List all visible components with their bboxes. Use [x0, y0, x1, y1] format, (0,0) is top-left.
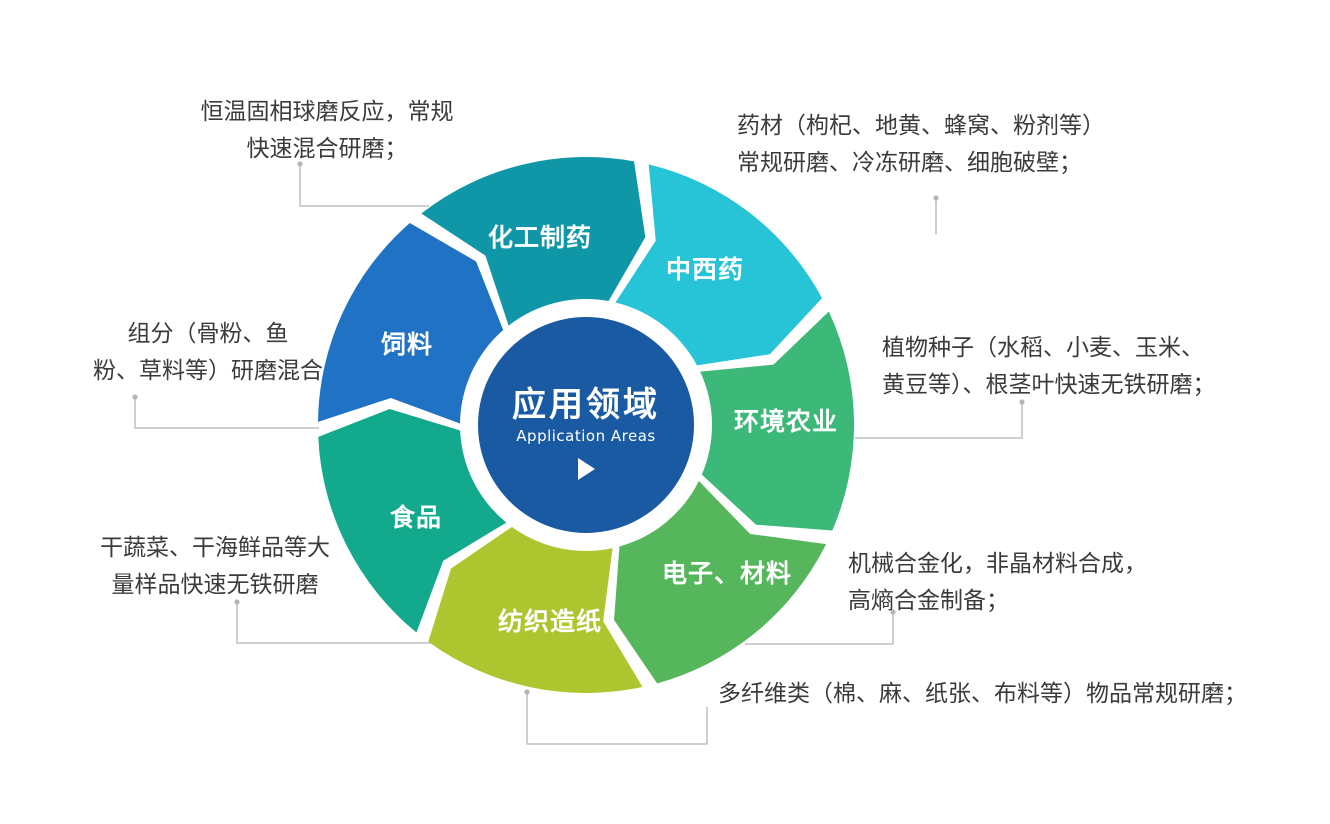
wheel-segment-environment-agriculture	[700, 311, 854, 531]
callout-text-line: 药材（枸杞、地黄、蜂窝、粉剂等）	[737, 113, 1105, 139]
wheel-segment-feed	[318, 223, 504, 424]
leader-chemical-pharma	[299, 164, 429, 207]
center-circle	[478, 317, 694, 533]
wheel-segment-chemical-pharma	[421, 157, 646, 326]
leader-textile-dot	[524, 689, 530, 695]
segment-label-chinese-western-medicine: 中西药	[665, 255, 745, 284]
callout-text-line: 快速混合研磨；	[246, 136, 408, 162]
segment-label-textile-paper: 纺织造纸	[497, 607, 603, 636]
play-icon	[577, 458, 595, 480]
wheel-segment-food	[318, 408, 507, 633]
callout-medicine: 药材（枸杞、地黄、蜂窝、粉剂等） 常规研磨、冷冻研磨、细胞破壁；	[737, 108, 1105, 182]
callout-agriculture: 植物种子（水稻、小麦、玉米、 黄豆等）、根茎叶快速无铁研磨；	[882, 330, 1216, 404]
wheel-segment-electronics-materials	[614, 480, 827, 684]
center-title: 应用领域	[512, 385, 660, 425]
callout-textile: 多纤维类（棉、麻、纸张、布料等）物品常规研磨；	[718, 676, 1247, 713]
wheel-segment-chinese-western-medicine	[615, 164, 823, 366]
leader-agriculture	[855, 402, 1023, 439]
leader-feed-dot	[132, 394, 138, 400]
callout-text-line: 粉、草料等）研磨混合	[93, 358, 323, 384]
callout-text-line: 干蔬菜、干海鲜品等大	[100, 535, 330, 561]
callout-food: 干蔬菜、干海鲜品等大 量样品快速无铁研磨	[85, 530, 345, 604]
callout-text-line: 组分（骨粉、鱼	[127, 321, 289, 347]
callout-chemical-pharma: 恒温固相球磨反应，常规 快速混合研磨；	[172, 94, 482, 168]
callout-text-line: 机械合金化，非晶材料合成，	[848, 551, 1147, 577]
leader-electronics	[745, 612, 894, 645]
leader-agriculture-dot	[1019, 399, 1025, 405]
callout-text-line: 常规研磨、冷冻研磨、细胞破壁；	[737, 150, 1082, 176]
callout-text-line: 量样品快速无铁研磨	[111, 572, 319, 598]
wheel-segment-textile-paper	[428, 526, 643, 693]
leader-medicine-dot	[933, 195, 939, 201]
center-subtitle: Application Areas	[516, 427, 656, 445]
callout-electronics: 机械合金化，非晶材料合成， 高熵合金制备；	[848, 546, 1147, 620]
segment-label-food: 食品	[389, 503, 443, 532]
callout-text-line: 黄豆等）、根茎叶快速无铁研磨；	[882, 372, 1216, 398]
leader-electronics-dot	[890, 609, 896, 615]
callout-text-line: 高熵合金制备；	[848, 588, 1009, 614]
leader-chemical-pharma-dot	[297, 161, 303, 167]
callout-text-line: 恒温固相球磨反应，常规	[200, 99, 454, 125]
callout-text-line: 植物种子（水稻、小麦、玉米、	[882, 335, 1204, 361]
segment-label-feed: 饲料	[380, 330, 434, 359]
callout-text-line: 多纤维类（棉、麻、纸张、布料等）物品常规研磨；	[718, 681, 1247, 707]
leader-feed	[134, 397, 319, 429]
callout-feed: 组分（骨粉、鱼 粉、草料等）研磨混合	[88, 316, 328, 390]
center-hub: 应用领域 Application Areas	[466, 386, 706, 480]
segment-label-environment-agriculture: 环境农业	[733, 407, 839, 436]
leader-food	[236, 602, 431, 644]
leader-food-dot	[234, 599, 240, 605]
leader-textile	[526, 692, 708, 745]
segment-label-chemical-pharma: 化工制药	[487, 223, 593, 252]
segment-label-electronics-materials: 电子、材料	[661, 559, 793, 588]
